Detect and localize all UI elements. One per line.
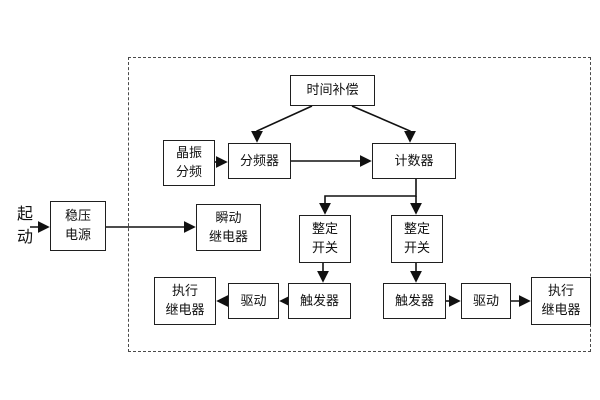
node-exec-relay-left: 执行 继电器 — [154, 277, 216, 325]
node-crystal-divider: 晶振 分频 — [163, 140, 215, 186]
node-setting-switch-right: 整定 开关 — [391, 215, 443, 263]
node-counter: 计数器 — [372, 143, 456, 179]
node-time-compensation: 时间补偿 — [290, 75, 375, 106]
node-instant-relay: 瞬动 继电器 — [196, 204, 261, 251]
node-drive-right: 驱动 — [461, 283, 511, 319]
start-label: 起 动 — [16, 206, 33, 247]
dashed-boundary — [128, 57, 591, 352]
node-power-supply: 稳压 电源 — [50, 201, 106, 251]
node-drive-left: 驱动 — [228, 283, 279, 319]
node-trigger-right: 触发器 — [383, 283, 446, 319]
node-frequency-divider: 分频器 — [228, 143, 291, 179]
node-setting-switch-left: 整定 开关 — [299, 215, 351, 263]
node-trigger-left: 触发器 — [288, 283, 351, 319]
node-exec-relay-right: 执行 继电器 — [531, 277, 591, 325]
